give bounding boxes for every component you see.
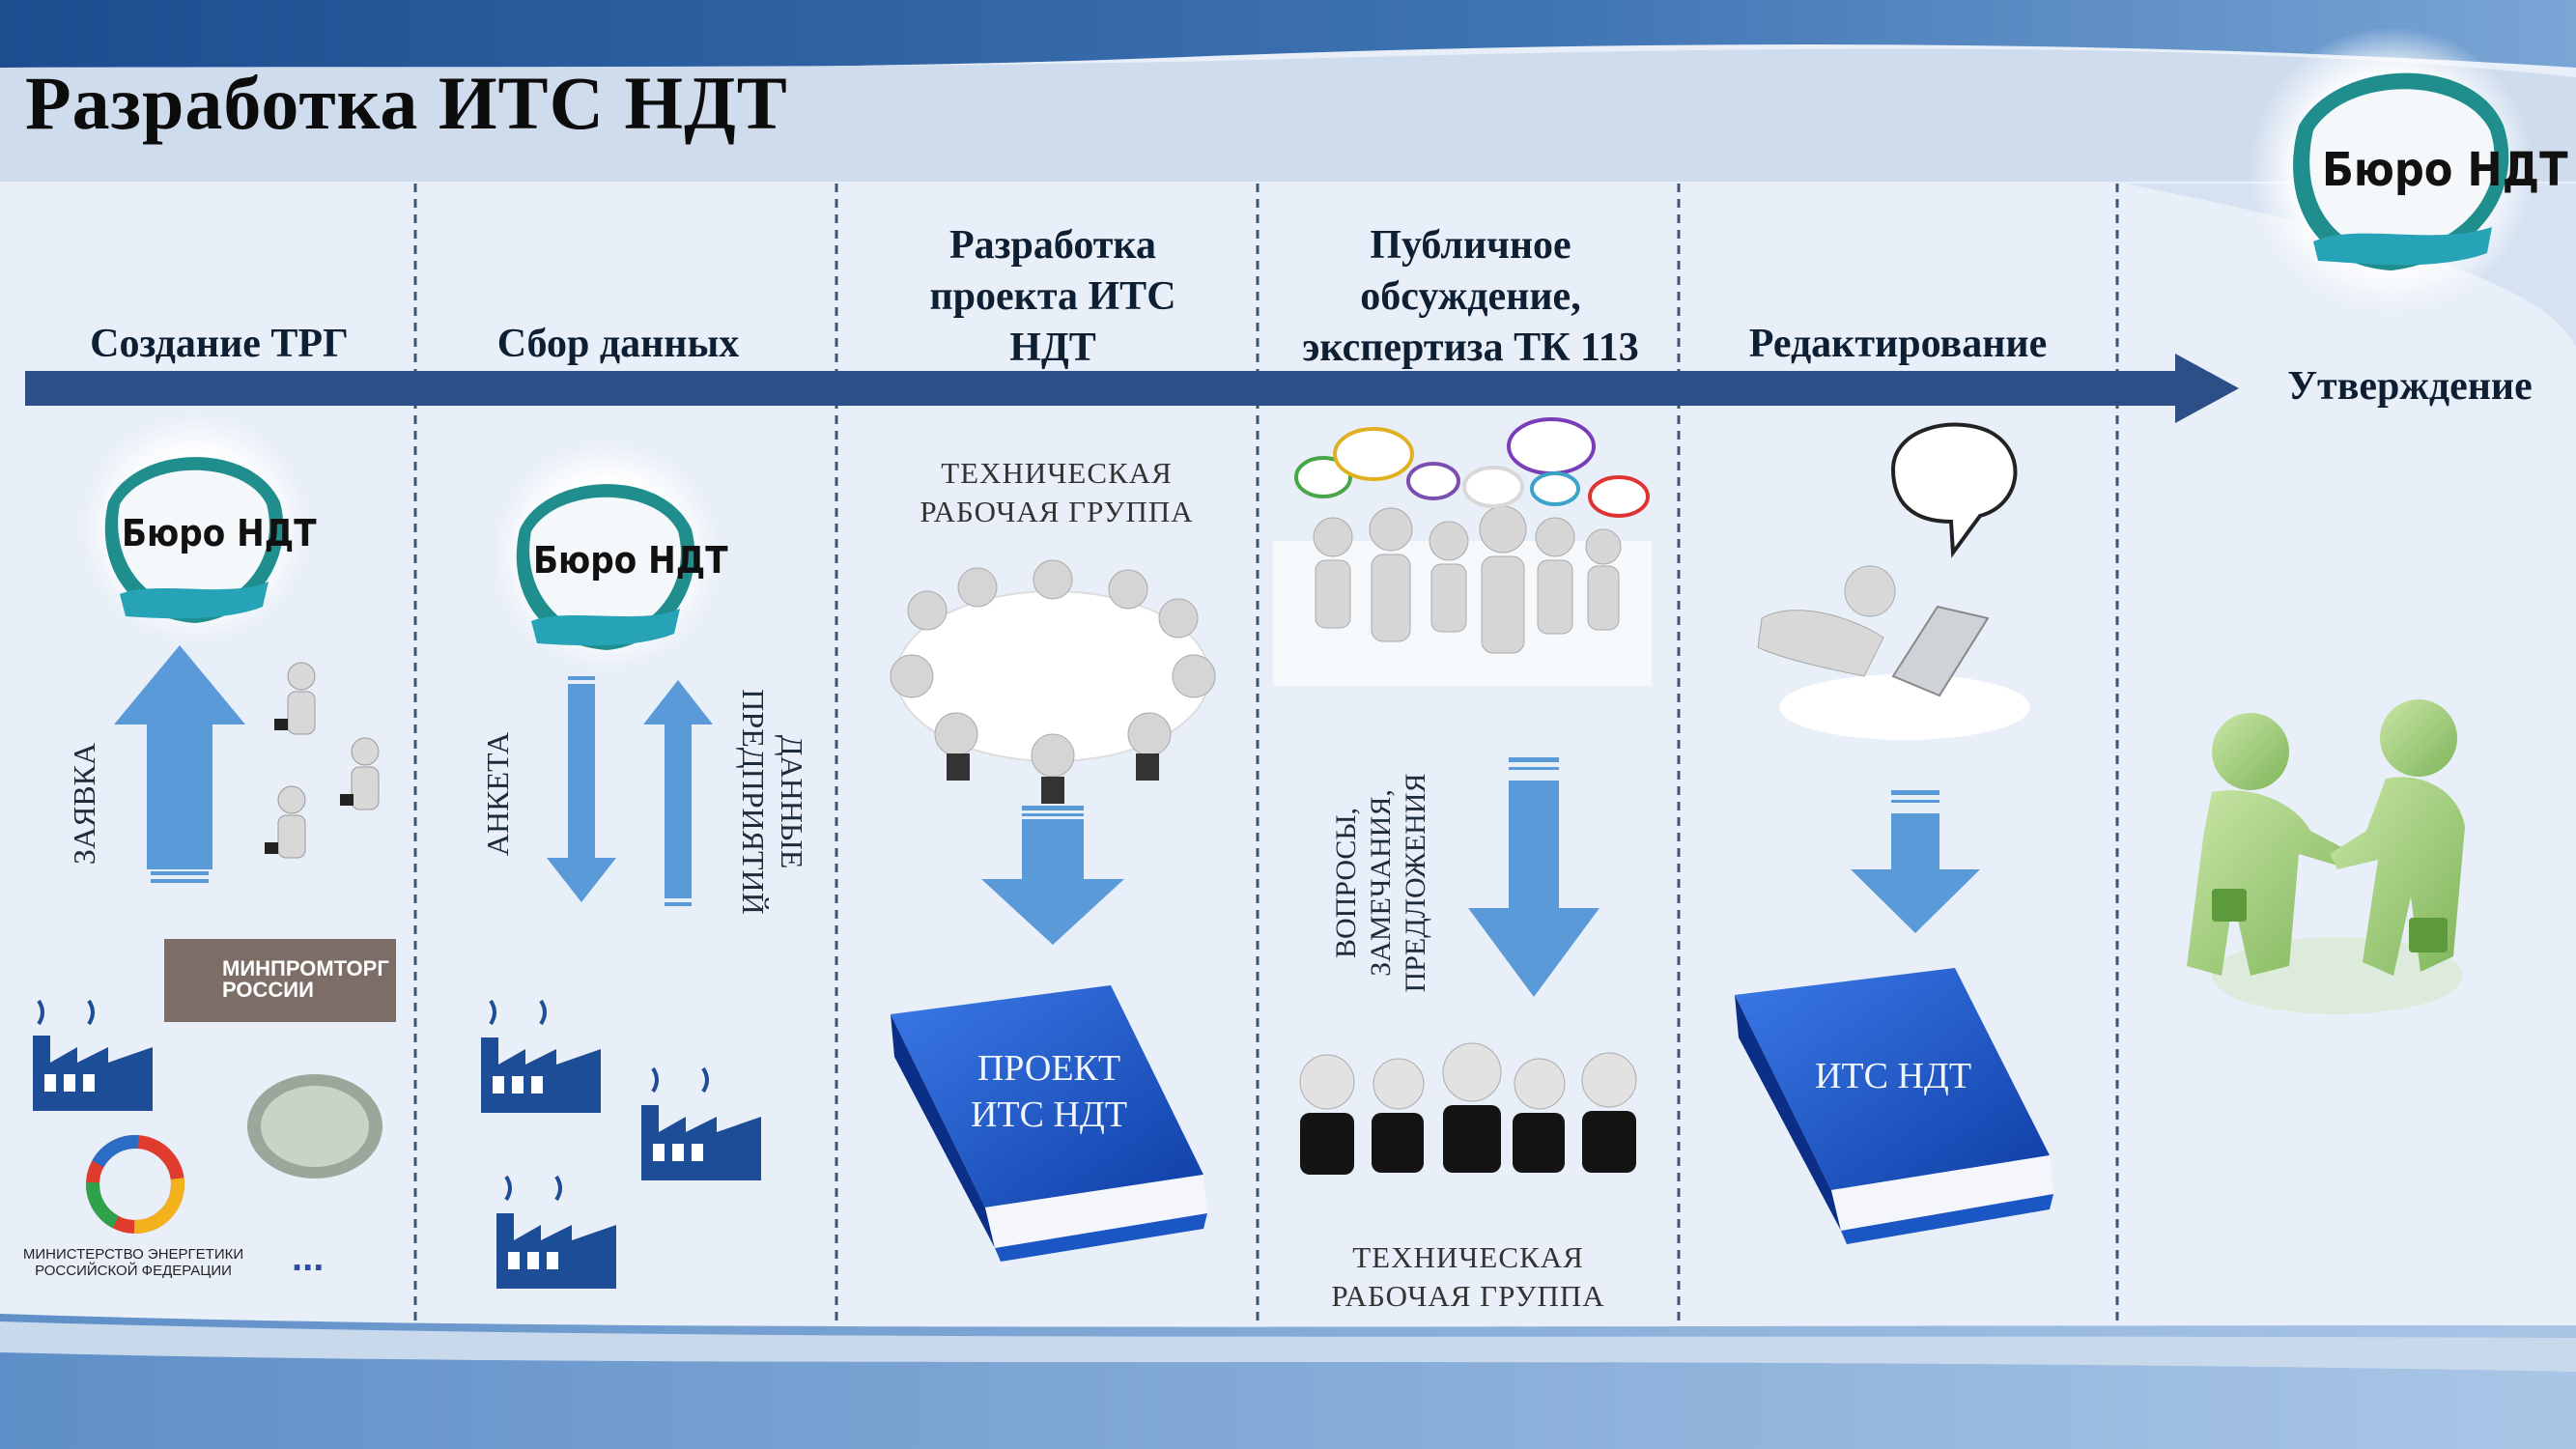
stage-label: Сбор данных (496, 322, 740, 366)
anketa-label: АНКЕТА (480, 731, 515, 857)
data-label: ДАННЫЕ ПРЕДПРИЯТИЙ (736, 689, 809, 915)
factory-icon (33, 999, 153, 1111)
book-icon (891, 985, 1207, 1262)
minenergo-text: МИНИСТЕРСТВО ЭНЕРГЕТИКИ РОССИЙСКОЙ ФЕДЕР… (22, 1246, 244, 1279)
stage-label: Утверждение (2287, 364, 2533, 409)
stage-label: Редактирование (1748, 322, 2048, 366)
feedback-label: ВОПРОСЫ, ЗАМЕЧАНИЯ, ПРЕДЛОЖЕНИЯ (1330, 773, 1431, 993)
stage-label: Создание ТРГ (90, 322, 349, 366)
logo-text: Бюро НДТ (533, 539, 728, 582)
logo-text: Бюро НДТ (2322, 143, 2568, 197)
book-title: ПРОЕКТ ИТС НДТ (970, 1048, 1128, 1135)
logo-text: Бюро НДТ (122, 512, 317, 554)
stage-label: Разработка проекта ИТС НДТ (929, 223, 1176, 370)
page-title: Разработка ИТС НДТ (25, 61, 788, 145)
book-title: ИТС НДТ (1814, 1056, 1972, 1096)
minpromtorg-logo (164, 939, 396, 1022)
book-icon (1735, 968, 2053, 1244)
minpromtorg-text: МИНПРОМТОРГ РОССИИ (222, 956, 389, 1002)
trg-label: ТЕХНИЧЕСКАЯ РАБОЧАЯ ГРУППА (1331, 1240, 1605, 1313)
stage-label: Публичное обсуждение, экспертиза ТК 113 (1302, 223, 1639, 370)
trg-label: ТЕХНИЧЕСКАЯ РАБОЧАЯ ГРУППА (920, 456, 1194, 528)
zayavka-label: ЗАЯВКА (67, 742, 101, 866)
more-indicator: ... (292, 1236, 325, 1279)
